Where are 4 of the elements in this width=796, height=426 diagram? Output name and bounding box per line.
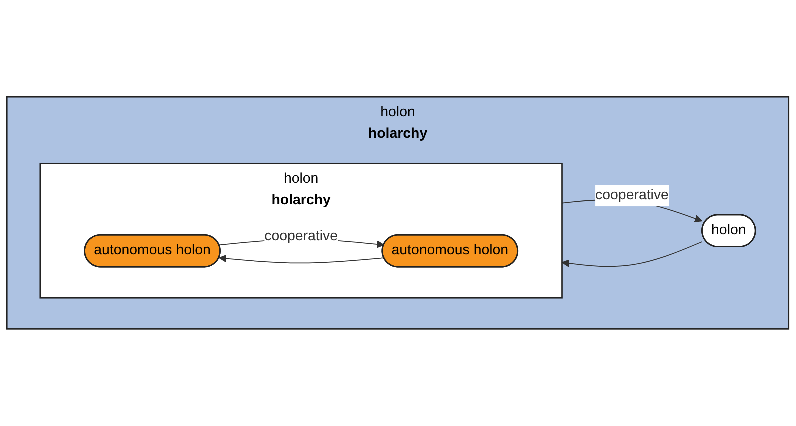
arrow [562, 241, 703, 268]
arrow [218, 254, 385, 264]
edge-label: cooperative [596, 188, 669, 203]
edge-label: cooperative [264, 228, 338, 244]
